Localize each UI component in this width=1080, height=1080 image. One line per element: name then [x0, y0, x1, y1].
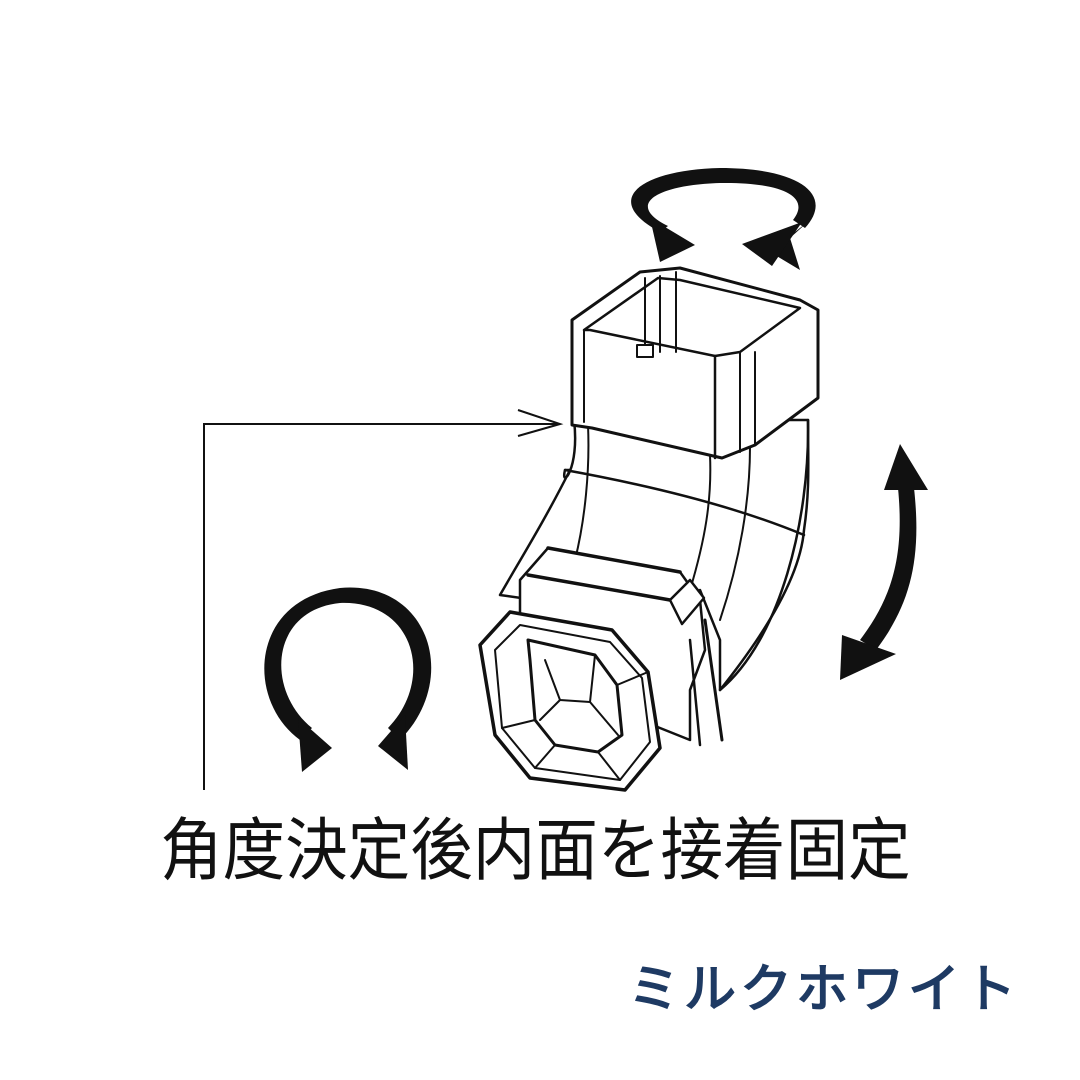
- bend-double-arrow-icon: [840, 444, 928, 680]
- rotate-vertical-icon: [264, 587, 432, 772]
- elbow-fitting-drawing: [478, 266, 820, 792]
- instruction-text: 角度決定後内面を接着固定: [160, 812, 911, 891]
- color-name-label: ミルクホワイト: [628, 960, 1021, 1020]
- rotate-horizontal-icon: [631, 168, 816, 270]
- leader-arrow-to-joint: [203, 409, 564, 790]
